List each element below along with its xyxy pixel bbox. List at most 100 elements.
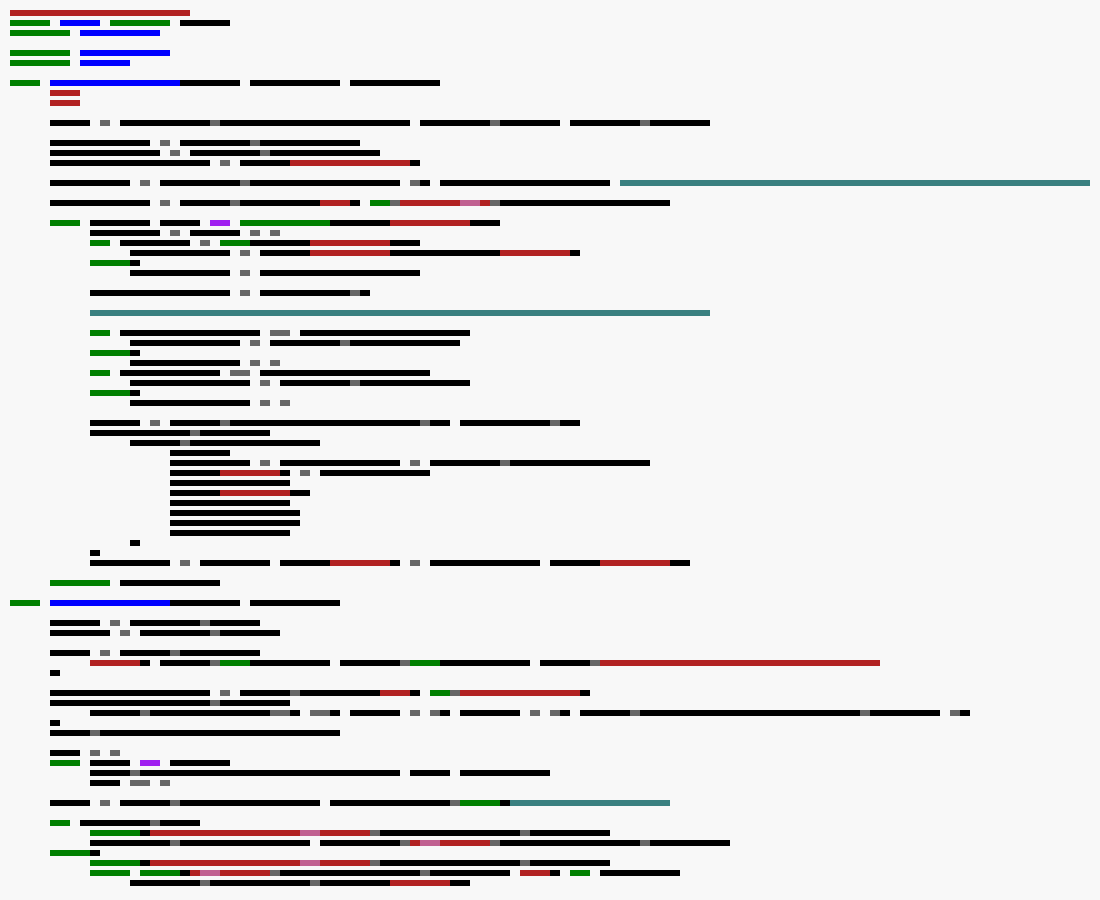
code-token bbox=[120, 370, 220, 376]
code-token bbox=[520, 830, 530, 836]
code-line[interactable] bbox=[0, 688, 1100, 698]
code-line[interactable] bbox=[0, 288, 1100, 298]
code-line[interactable] bbox=[0, 838, 1100, 848]
code-line[interactable] bbox=[0, 708, 1100, 718]
code-line[interactable] bbox=[0, 608, 1100, 618]
code-line[interactable] bbox=[0, 828, 1100, 838]
code-line[interactable] bbox=[0, 618, 1100, 628]
code-line[interactable] bbox=[0, 598, 1100, 608]
code-line[interactable] bbox=[0, 18, 1100, 28]
code-line[interactable] bbox=[0, 768, 1100, 778]
code-line[interactable] bbox=[0, 38, 1100, 48]
code-line[interactable] bbox=[0, 448, 1100, 458]
code-line[interactable] bbox=[0, 818, 1100, 828]
code-line[interactable] bbox=[0, 578, 1100, 588]
code-token bbox=[120, 330, 260, 336]
code-line[interactable] bbox=[0, 678, 1100, 688]
code-token bbox=[450, 880, 470, 886]
code-line[interactable] bbox=[0, 268, 1100, 278]
code-line[interactable] bbox=[0, 158, 1100, 168]
code-token bbox=[670, 560, 690, 566]
code-line[interactable] bbox=[0, 628, 1100, 638]
code-line[interactable] bbox=[0, 558, 1100, 568]
code-token bbox=[80, 50, 170, 56]
code-line[interactable] bbox=[0, 658, 1100, 668]
code-line[interactable] bbox=[0, 488, 1100, 498]
code-line[interactable] bbox=[0, 178, 1100, 188]
code-line[interactable] bbox=[0, 518, 1100, 528]
code-token bbox=[140, 770, 400, 776]
code-line[interactable] bbox=[0, 308, 1100, 318]
code-line[interactable] bbox=[0, 388, 1100, 398]
code-line[interactable] bbox=[0, 358, 1100, 368]
code-line[interactable] bbox=[0, 128, 1100, 138]
code-line[interactable] bbox=[0, 398, 1100, 408]
code-line[interactable] bbox=[0, 638, 1100, 648]
code-line[interactable] bbox=[0, 568, 1100, 578]
code-line[interactable] bbox=[0, 198, 1100, 208]
code-line[interactable] bbox=[0, 8, 1100, 18]
code-line[interactable] bbox=[0, 408, 1100, 418]
code-line[interactable] bbox=[0, 878, 1100, 888]
code-line[interactable] bbox=[0, 328, 1100, 338]
code-line[interactable] bbox=[0, 438, 1100, 448]
code-line[interactable] bbox=[0, 728, 1100, 738]
code-line[interactable] bbox=[0, 148, 1100, 158]
code-line[interactable] bbox=[0, 108, 1100, 118]
code-line[interactable] bbox=[0, 278, 1100, 288]
code-token bbox=[130, 770, 140, 776]
code-line[interactable] bbox=[0, 138, 1100, 148]
code-line[interactable] bbox=[0, 228, 1100, 238]
code-line[interactable] bbox=[0, 458, 1100, 468]
code-line[interactable] bbox=[0, 808, 1100, 818]
code-line[interactable] bbox=[0, 428, 1100, 438]
code-token bbox=[530, 710, 540, 716]
code-line[interactable] bbox=[0, 468, 1100, 478]
code-line[interactable] bbox=[0, 748, 1100, 758]
code-line[interactable] bbox=[0, 238, 1100, 248]
code-token bbox=[10, 50, 70, 56]
code-line[interactable] bbox=[0, 118, 1100, 128]
code-line[interactable] bbox=[0, 338, 1100, 348]
code-line[interactable] bbox=[0, 588, 1100, 598]
code-token bbox=[190, 440, 320, 446]
code-line[interactable] bbox=[0, 718, 1100, 728]
code-line[interactable] bbox=[0, 418, 1100, 428]
code-line[interactable] bbox=[0, 548, 1100, 558]
code-line[interactable] bbox=[0, 858, 1100, 868]
code-line[interactable] bbox=[0, 478, 1100, 488]
code-line[interactable] bbox=[0, 68, 1100, 78]
code-line[interactable] bbox=[0, 528, 1100, 538]
code-line[interactable] bbox=[0, 738, 1100, 748]
code-line[interactable] bbox=[0, 498, 1100, 508]
code-line[interactable] bbox=[0, 298, 1100, 308]
code-line[interactable] bbox=[0, 778, 1100, 788]
code-line[interactable] bbox=[0, 648, 1100, 658]
code-line[interactable] bbox=[0, 868, 1100, 878]
code-line[interactable] bbox=[0, 508, 1100, 518]
code-line[interactable] bbox=[0, 188, 1100, 198]
code-line[interactable] bbox=[0, 538, 1100, 548]
code-line[interactable] bbox=[0, 848, 1100, 858]
code-line[interactable] bbox=[0, 758, 1100, 768]
code-line[interactable] bbox=[0, 48, 1100, 58]
code-line[interactable] bbox=[0, 58, 1100, 68]
code-line[interactable] bbox=[0, 698, 1100, 708]
code-line[interactable] bbox=[0, 28, 1100, 38]
code-line[interactable] bbox=[0, 348, 1100, 358]
code-line[interactable] bbox=[0, 318, 1100, 328]
code-line[interactable] bbox=[0, 668, 1100, 678]
code-line[interactable] bbox=[0, 378, 1100, 388]
code-line[interactable] bbox=[0, 368, 1100, 378]
code-line[interactable] bbox=[0, 168, 1100, 178]
code-line[interactable] bbox=[0, 798, 1100, 808]
code-line[interactable] bbox=[0, 258, 1100, 268]
code-line[interactable] bbox=[0, 98, 1100, 108]
code-line[interactable] bbox=[0, 218, 1100, 228]
code-line[interactable] bbox=[0, 208, 1100, 218]
code-line[interactable] bbox=[0, 248, 1100, 258]
code-line[interactable] bbox=[0, 788, 1100, 798]
code-line[interactable] bbox=[0, 88, 1100, 98]
code-line[interactable] bbox=[0, 78, 1100, 88]
